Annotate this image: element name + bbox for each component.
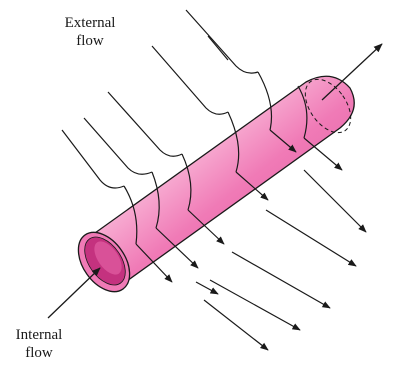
stream-incoming-4 bbox=[84, 118, 152, 174]
internal-flow-entry bbox=[48, 268, 100, 318]
stream-incoming-3 bbox=[108, 92, 182, 156]
stream-outgoing-7 bbox=[304, 170, 366, 232]
stream-incoming-6 bbox=[208, 36, 228, 60]
stream-outgoing-12 bbox=[196, 282, 218, 294]
stream-outgoing-8 bbox=[266, 210, 356, 266]
stream-incoming-1 bbox=[186, 10, 258, 73]
pipe bbox=[68, 71, 360, 301]
stream-outgoing-10 bbox=[210, 280, 300, 330]
stream-outgoing-6 bbox=[304, 138, 342, 170]
stream-incoming-5 bbox=[62, 130, 124, 188]
stream-incoming-2 bbox=[152, 46, 228, 114]
stream-outgoing-9 bbox=[232, 252, 330, 308]
